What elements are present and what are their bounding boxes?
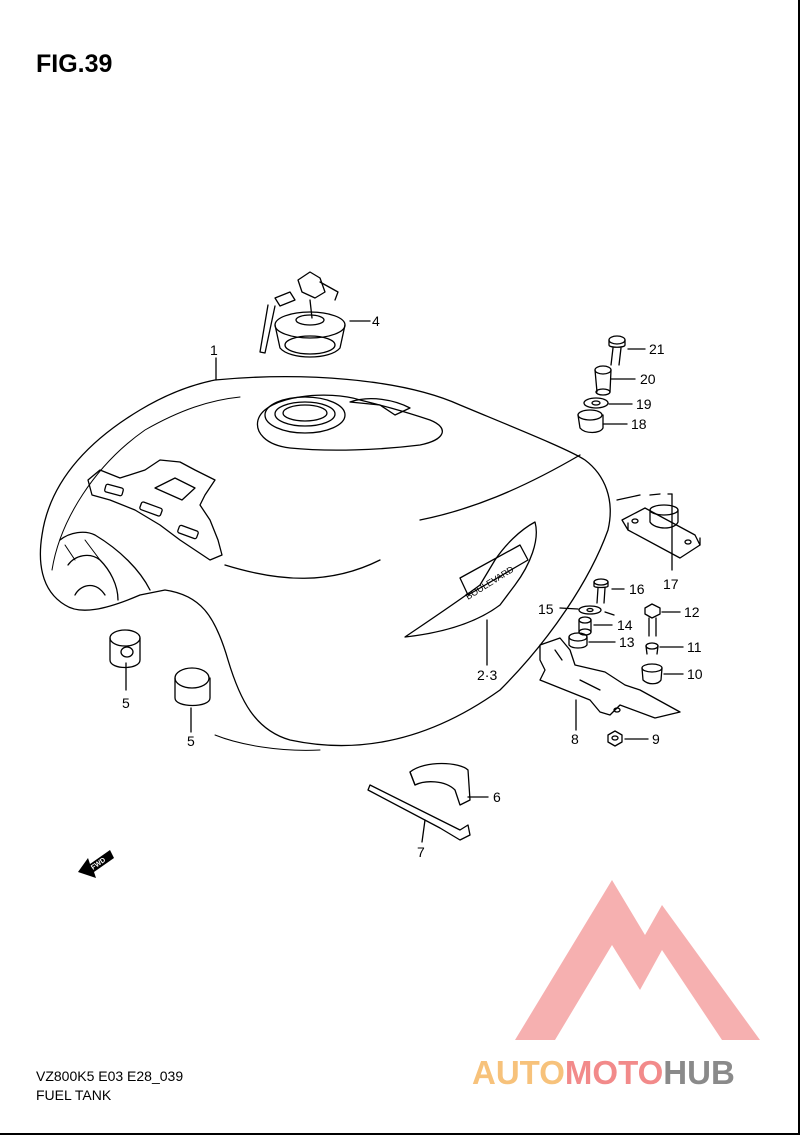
frame-border-bottom <box>0 1133 800 1135</box>
callout-18: 18 <box>631 416 647 432</box>
callout-20: 20 <box>640 371 656 387</box>
bolt-21 <box>608 335 626 366</box>
washer-19 <box>583 397 609 409</box>
callout-4: 4 <box>372 313 380 329</box>
fuel-cap-assembly <box>259 271 346 358</box>
bolt-9 <box>607 730 623 747</box>
watermark-auto: AUTO <box>472 1054 565 1091</box>
bracket-8 <box>539 637 681 719</box>
callout-12: 12 <box>684 604 700 620</box>
cushion-10 <box>641 663 663 685</box>
callouts: 1 4 21 20 19 18 17 16 15 14 13 12 11 10 … <box>122 313 703 860</box>
watermark-text: AUTOMOTOHUB <box>472 1054 735 1092</box>
watermark-moto: MOTO <box>564 1054 664 1091</box>
watermark-logo <box>515 880 760 1040</box>
callout-10: 10 <box>687 666 703 682</box>
grommet-18 <box>577 409 604 434</box>
callout-11: 11 <box>687 639 702 655</box>
callout-5a: 5 <box>122 695 130 711</box>
grommet-13 <box>568 632 588 649</box>
callout-8: 8 <box>571 731 579 747</box>
callout-15: 15 <box>538 601 554 617</box>
cable-tie <box>367 784 471 841</box>
cushion-5a <box>109 629 141 669</box>
callout-19: 19 <box>636 396 652 412</box>
diagram-name: FUEL TANK <box>36 1087 112 1103</box>
callout-9: 9 <box>652 731 660 747</box>
filler-recess <box>256 394 443 451</box>
callout-16: 16 <box>629 581 645 597</box>
tank-mount-bracket <box>87 459 223 561</box>
washer-11 <box>645 642 659 655</box>
collar-14 <box>578 616 592 636</box>
tank-tunnel <box>59 531 151 601</box>
callout-14: 14 <box>617 617 633 633</box>
watermark-hub: HUB <box>663 1054 735 1091</box>
callout-13: 13 <box>619 634 635 650</box>
fwd-label: FWD <box>90 857 107 872</box>
fuel-tank-body <box>39 376 611 747</box>
fwd-arrow-icon: FWD <box>78 850 114 878</box>
collar-20 <box>594 365 612 396</box>
tank-emblem <box>404 521 537 638</box>
callout-7: 7 <box>417 844 425 860</box>
rear-mount-17 <box>621 504 701 559</box>
bolt-16 <box>593 578 609 604</box>
model-code: VZ800K5 E03 E28_039 <box>36 1068 184 1084</box>
callout-6: 6 <box>493 789 501 805</box>
cushion-6 <box>409 762 471 806</box>
frame-border-right <box>798 0 800 1135</box>
figure-title: FIG.39 <box>36 50 113 78</box>
callout-2-3: 2·3 <box>477 667 497 683</box>
bolt-12 <box>644 603 661 637</box>
callout-5b: 5 <box>187 733 195 749</box>
washer-15 <box>578 605 602 615</box>
callout-21: 21 <box>649 341 665 357</box>
cushion-5b <box>174 667 211 707</box>
callout-1: 1 <box>210 342 218 358</box>
callout-17: 17 <box>663 576 679 592</box>
